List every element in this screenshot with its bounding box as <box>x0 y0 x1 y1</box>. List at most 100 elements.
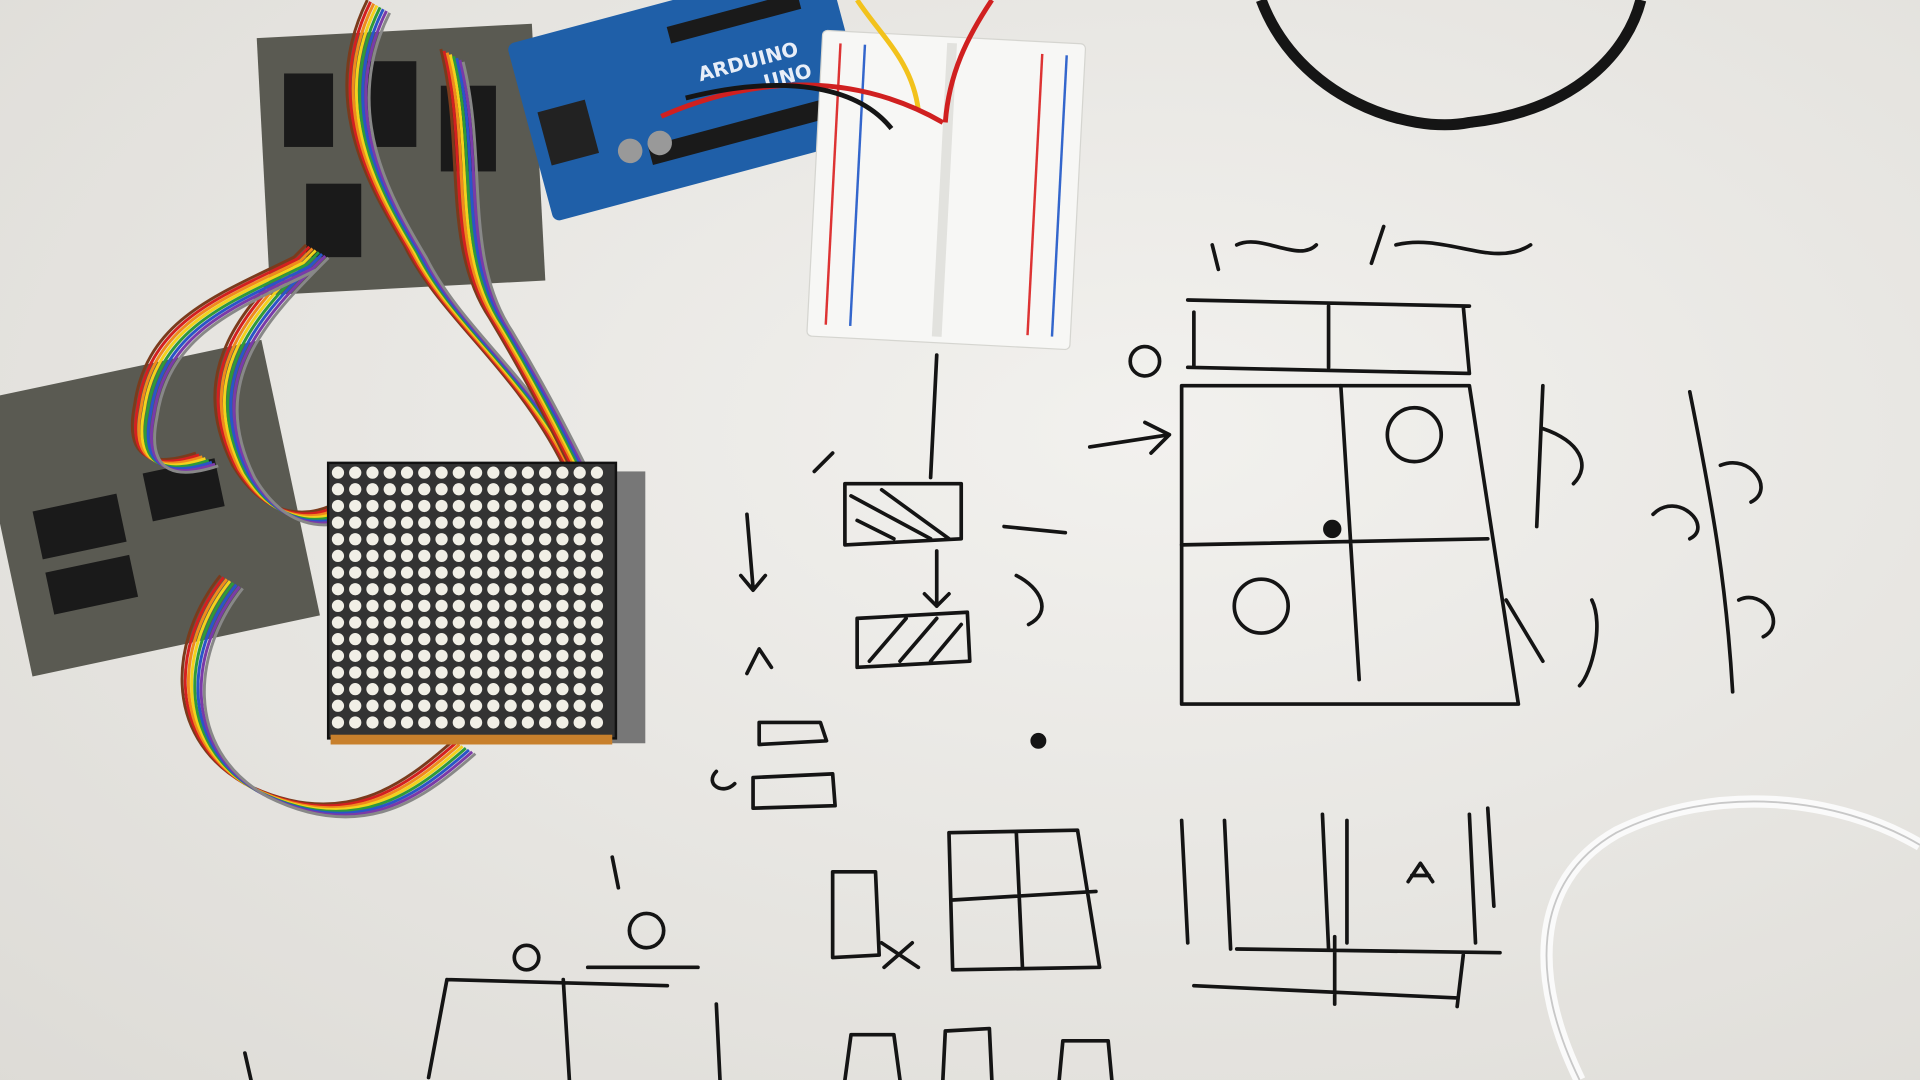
led-dot <box>573 533 586 546</box>
led-dot <box>331 683 345 696</box>
led-dot <box>521 666 534 679</box>
led-dot <box>590 549 604 563</box>
led-dot <box>487 599 500 612</box>
led-dot <box>521 566 534 579</box>
ribbon-wire <box>223 249 348 520</box>
led-dot <box>539 699 552 712</box>
led-dot <box>331 649 345 662</box>
led-dot <box>504 699 517 712</box>
led-dot <box>521 649 534 662</box>
led-dot <box>590 566 604 579</box>
led-dot <box>400 699 414 712</box>
led-dot <box>400 633 414 646</box>
led-dot <box>487 533 500 546</box>
led-dot <box>573 616 586 629</box>
led-dot <box>400 666 414 679</box>
led-dot <box>349 466 362 479</box>
led-dot <box>435 516 448 529</box>
led-dot <box>452 616 465 629</box>
led-dot <box>331 483 345 496</box>
led-dot <box>504 566 517 579</box>
led-dot <box>400 516 414 529</box>
led-dot <box>469 583 483 596</box>
led-dot <box>452 516 465 529</box>
led-dot <box>469 499 483 513</box>
led-dot <box>435 533 448 546</box>
led-dot <box>383 566 396 579</box>
led-dot <box>539 616 552 629</box>
led-dot <box>590 599 604 612</box>
led-dot <box>452 683 465 696</box>
led-dot <box>331 699 345 712</box>
led-dot <box>366 666 379 679</box>
led-dot <box>469 649 483 662</box>
led-dot <box>366 599 379 612</box>
led-dot <box>590 466 604 479</box>
led-dot <box>400 533 414 546</box>
led-dot <box>504 483 517 496</box>
led-dot <box>590 716 604 729</box>
ribbon-wire <box>153 268 317 474</box>
led-dot <box>349 533 362 546</box>
led-dot <box>349 599 362 612</box>
led-dot <box>452 583 465 596</box>
led-dot <box>452 666 465 679</box>
led-dot <box>487 466 500 479</box>
led-dot <box>435 549 448 563</box>
led-dot <box>349 716 362 729</box>
led-dot <box>590 616 604 629</box>
led-dot <box>418 566 431 579</box>
led-dot <box>469 599 483 612</box>
led-dot <box>590 483 604 496</box>
led-dot <box>487 549 500 563</box>
ribbon-wire <box>445 52 584 482</box>
led-dot <box>331 599 345 612</box>
led-dot <box>469 716 483 729</box>
led-dot <box>573 516 586 529</box>
led-dot <box>590 666 604 679</box>
led-dot <box>504 516 517 529</box>
led-dot <box>521 599 534 612</box>
led-dot <box>418 549 431 563</box>
ribbon-wire <box>146 265 311 471</box>
led-dot <box>539 716 552 729</box>
led-dot <box>573 699 586 712</box>
led-dot <box>349 516 362 529</box>
led-dot <box>400 649 414 662</box>
led-dot <box>556 599 569 612</box>
led-dot <box>383 649 396 662</box>
led-dot <box>504 466 517 479</box>
led-dot <box>383 549 396 563</box>
led-dot <box>383 683 396 696</box>
led-dot <box>521 466 534 479</box>
led-dot <box>590 633 604 646</box>
led-dot <box>573 666 586 679</box>
black-cable <box>1256 0 1647 131</box>
ribbon-wire <box>229 253 354 523</box>
led-dot <box>469 533 483 546</box>
led-dot <box>435 599 448 612</box>
led-dot <box>556 466 569 479</box>
led-dot <box>487 683 500 696</box>
ribbon-wire <box>150 266 314 472</box>
led-dot <box>435 649 448 662</box>
led-dot <box>539 683 552 696</box>
ribbon-wire <box>232 254 357 525</box>
led-dot <box>539 466 552 479</box>
led-dot <box>331 616 345 629</box>
led-dot <box>435 483 448 496</box>
led-dot <box>452 716 465 729</box>
led-dot <box>590 499 604 513</box>
led-dot <box>331 466 345 479</box>
led-dot <box>556 566 569 579</box>
led-dot <box>366 633 379 646</box>
led-dot <box>521 699 534 712</box>
led-dot <box>487 516 500 529</box>
led-dot <box>331 566 345 579</box>
led-dot <box>556 666 569 679</box>
led-dot <box>539 483 552 496</box>
led-dot <box>383 616 396 629</box>
ribbon-wire <box>455 57 593 488</box>
led-dot <box>452 533 465 546</box>
led-dot <box>556 699 569 712</box>
